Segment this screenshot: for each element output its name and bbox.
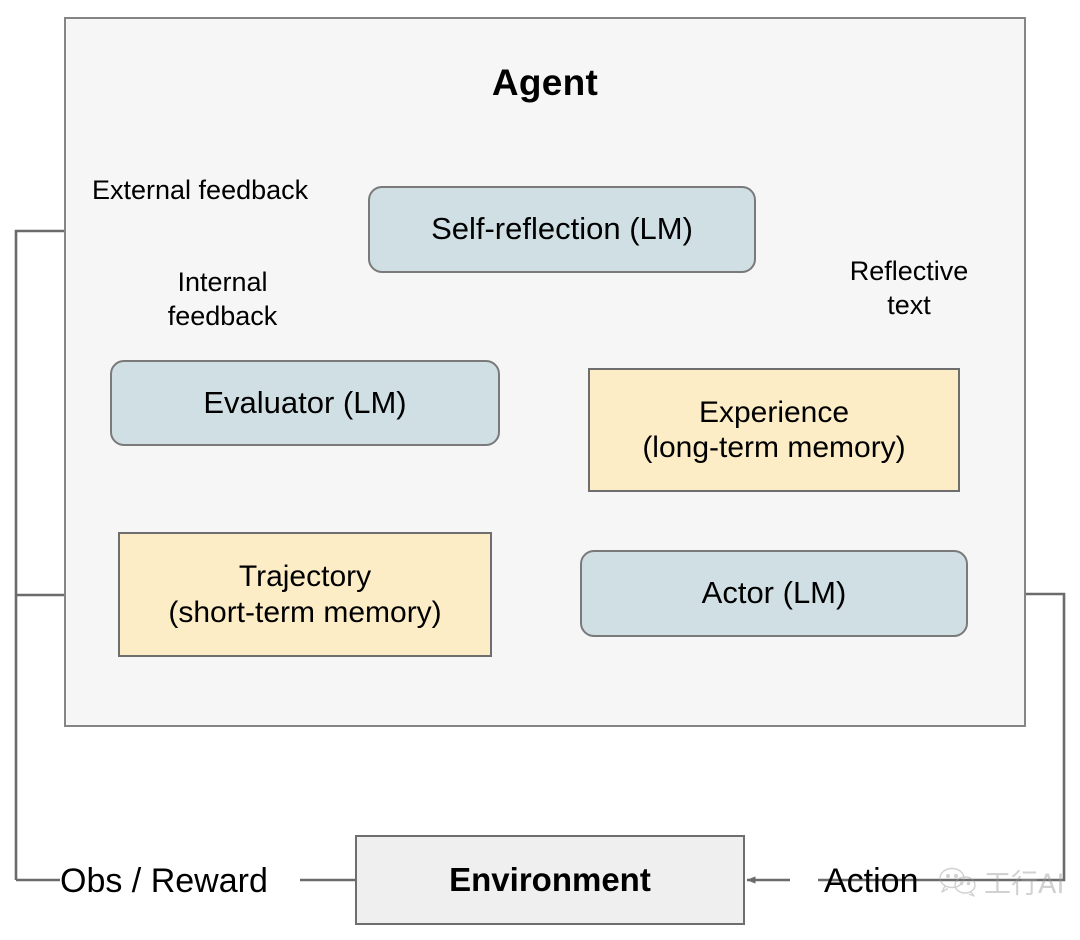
node-self-reflection-label: Self-reflection (LM) [431, 211, 693, 247]
node-experience-line1: Experience [698, 395, 850, 429]
watermark-text: 工行AI [984, 869, 1065, 900]
edge-label-obs-reward: Obs / Reward [60, 862, 268, 900]
node-experience-text: Experience (long-term memory) [642, 395, 905, 466]
node-experience[interactable]: Experience (long-term memory) [588, 368, 960, 492]
wechat-icon [938, 866, 978, 898]
edge-label-internal-feedback: Internal feedback [167, 267, 278, 331]
node-evaluator[interactable]: Evaluator (LM) [110, 360, 500, 446]
node-environment[interactable]: Environment [355, 835, 745, 925]
edge-label-action: Action [824, 862, 919, 900]
edge-label-reflective-text: Reflective text [849, 256, 969, 320]
node-self-reflection[interactable]: Self-reflection (LM) [368, 186, 756, 273]
node-trajectory-text: Trajectory (short-term memory) [168, 559, 441, 630]
node-experience-line2: (long-term memory) [642, 431, 906, 464]
agent-title: Agent [491, 62, 599, 103]
node-trajectory-line1: Trajectory [238, 560, 372, 594]
node-evaluator-label: Evaluator (LM) [203, 384, 407, 420]
node-actor-label: Actor (LM) [701, 575, 847, 611]
node-trajectory-line2: (short-term memory) [168, 595, 442, 629]
watermark: 工行AI [938, 862, 1064, 901]
node-actor[interactable]: Actor (LM) [580, 550, 968, 637]
node-trajectory[interactable]: Trajectory (short-term memory) [118, 532, 492, 657]
node-environment-label: Environment [449, 860, 651, 898]
edge-label-external-feedback: External feedback [92, 175, 309, 205]
